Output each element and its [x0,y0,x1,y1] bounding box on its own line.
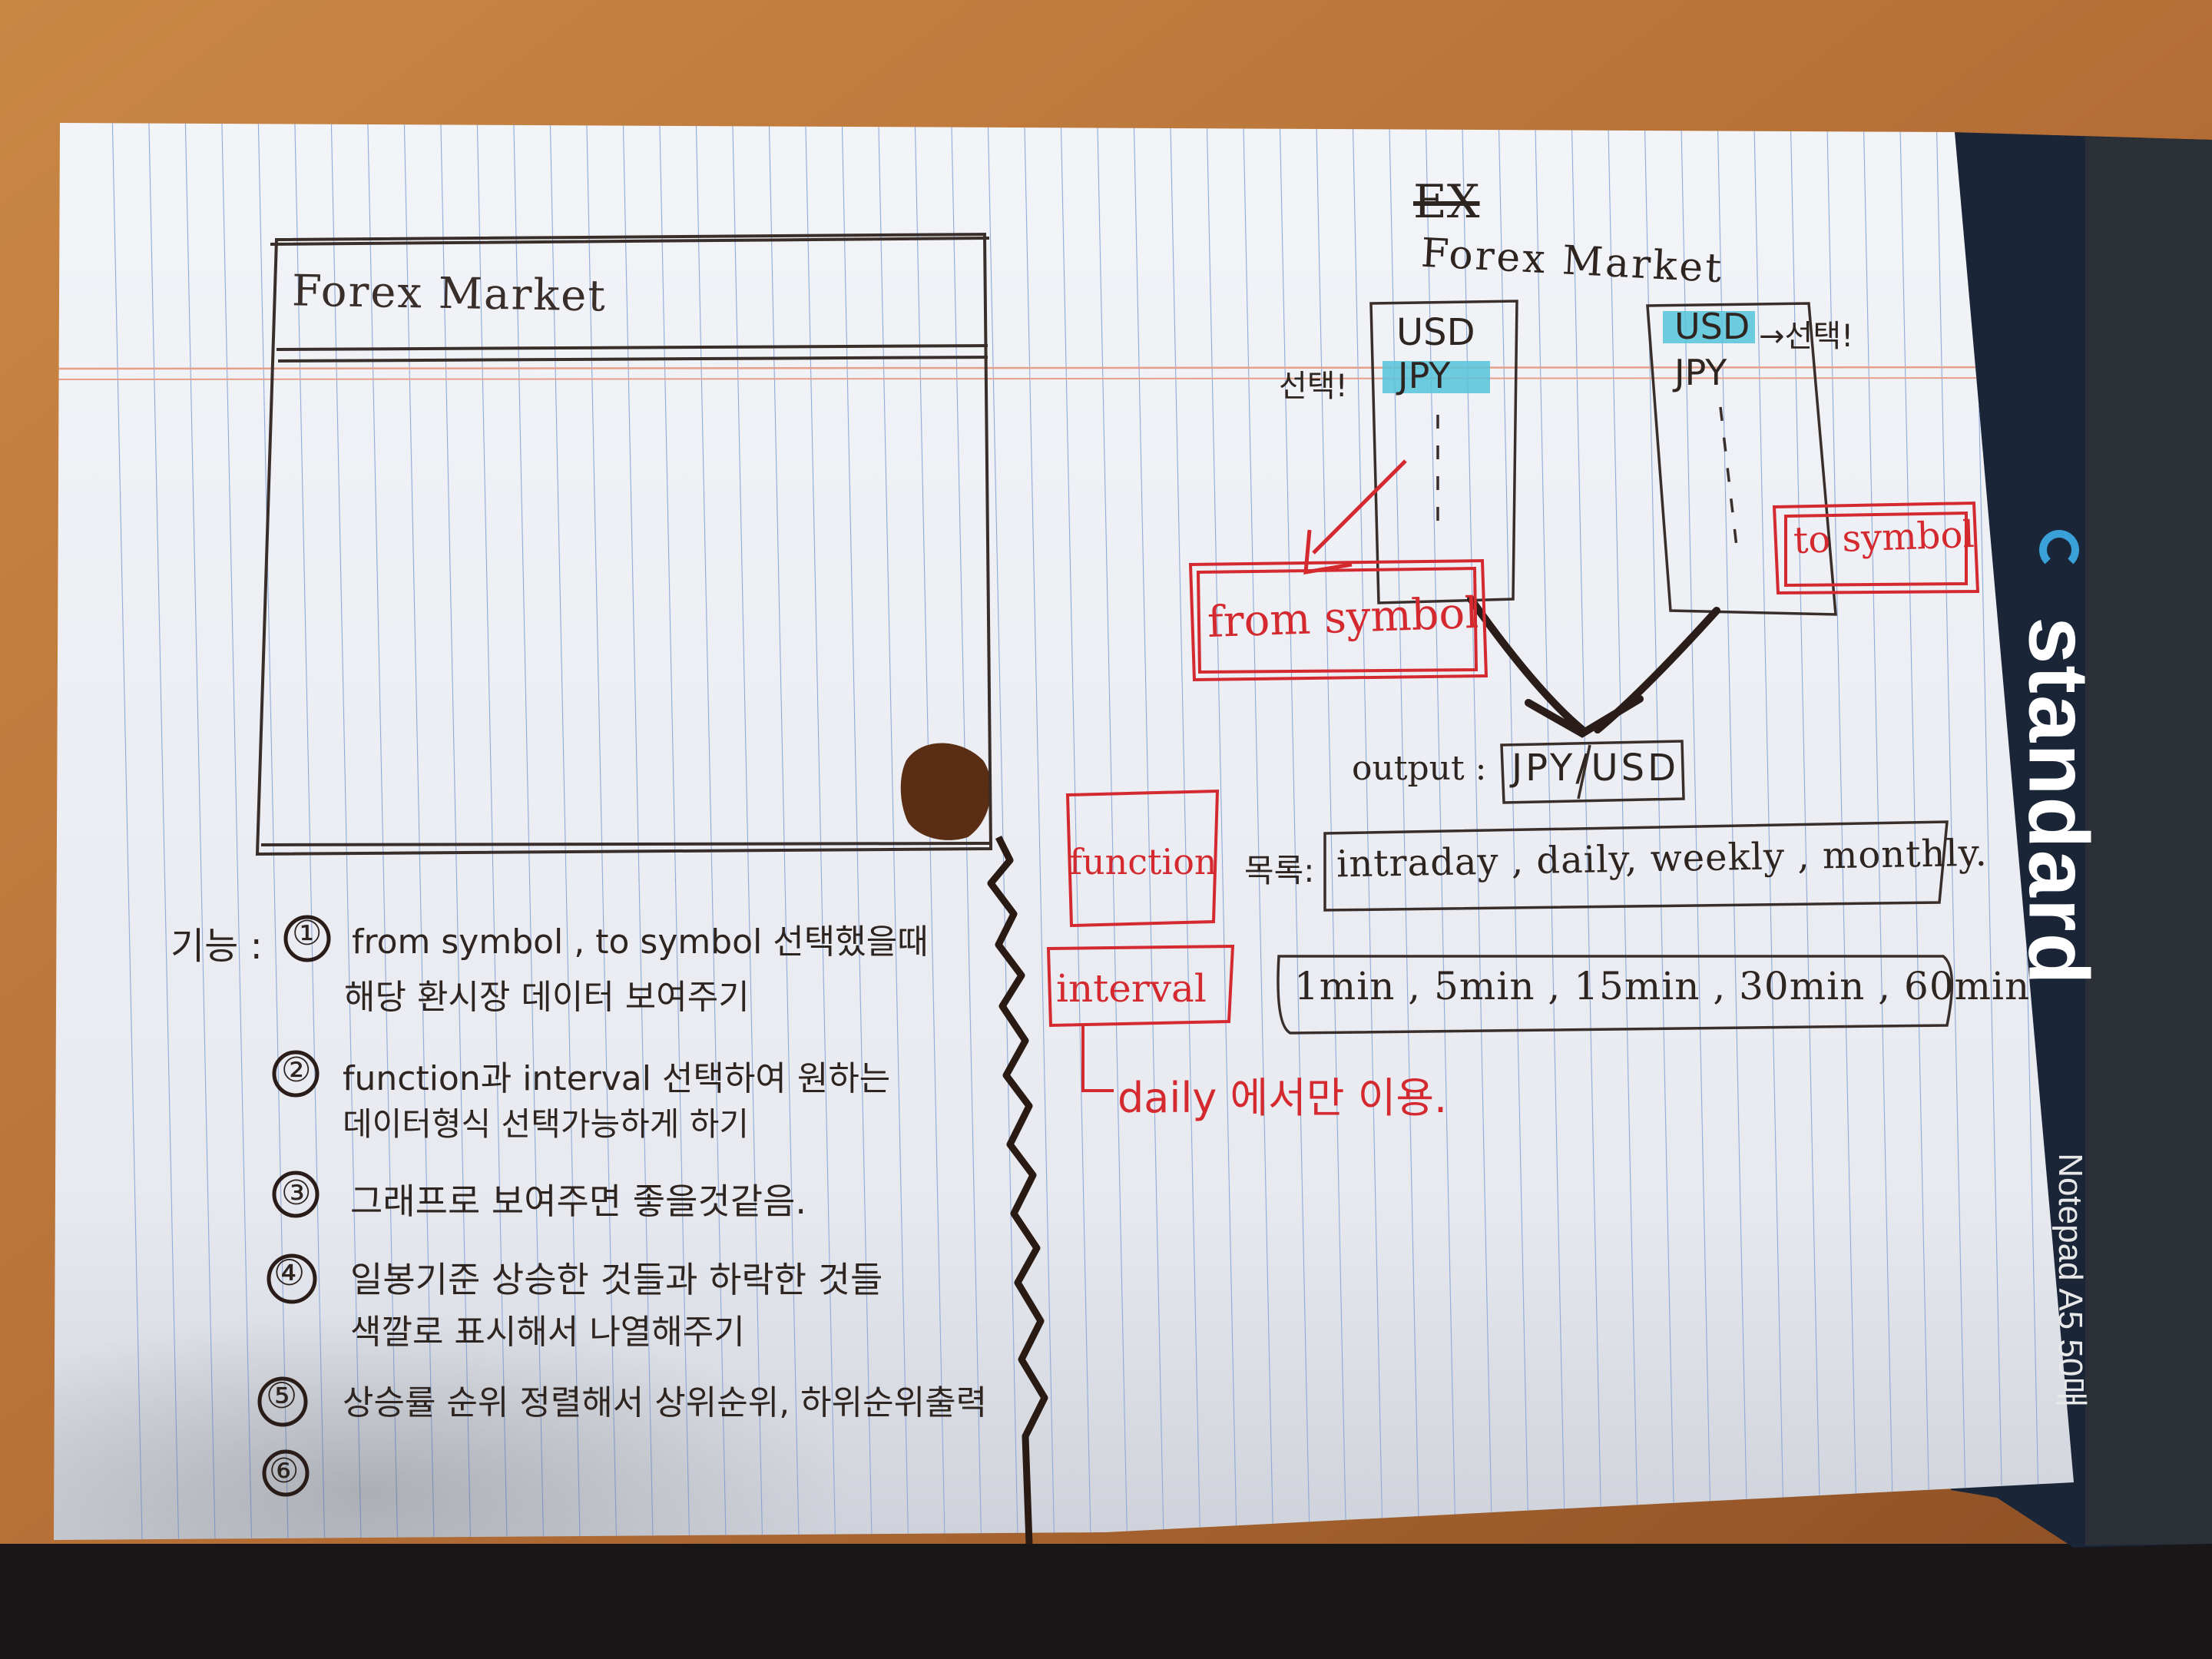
torn-edge-line [987,835,1048,1545]
feature-line: function과 interval 선택하여 원하는 [343,1059,891,1098]
option-brackets [1277,820,1954,1035]
feature-number: ③ [281,1174,312,1213]
feature-number: ④ [273,1252,306,1293]
notepad-spine [2085,137,2212,1545]
features-heading: 기능 : [171,925,263,968]
number-circles [257,915,331,1497]
feature-line: 해당 환시장 데이터 보여주기 [344,978,750,1017]
right-list-item-jpy: JPY [1674,352,1727,393]
ruled-lines [54,123,2074,1540]
interval-label: interval [1056,966,1207,1011]
feature-number: ⑥ [269,1452,300,1491]
feature-line: 일봉기준 상승한 것들과 하락한 것들 [350,1259,883,1300]
brand-logo-icon [2039,530,2079,570]
left-list-select-note: 선택! [1279,369,1348,404]
interval-values: 1min , 5min , 15min , 30min , 60min [1294,964,2031,1008]
feature-number: ② [281,1051,312,1090]
from-symbol-box [1188,558,1488,682]
to-symbol-label: to symbol [1793,512,1975,563]
mockup-window-sketch [255,232,993,856]
function-label: function [1069,841,1217,882]
ink-stain [900,743,992,840]
highlight-jpy-left [1382,361,1490,393]
product-label: Notepad A5 50매 [2051,1153,2089,1408]
example-sketch-lines [1369,300,1837,804]
output-label: output : [1352,749,1487,788]
right-list-box [1646,302,1837,616]
feature-line: 그래프로 보여주면 좋을것같음. [350,1181,807,1222]
left-list-item-usd: USD [1396,311,1475,354]
function-list-prefix: 목록: [1244,852,1315,889]
interval-box [1046,944,1235,1028]
from-symbol-label: from symbol [1206,588,1480,648]
feature-line: from symbol , to symbol 선택했을때 [352,922,929,962]
feature-number: ① [292,914,323,953]
output-box [1500,740,1685,804]
interval-note: daily 에서만 이용. [1118,1074,1448,1122]
red-boxes [1046,501,1980,1092]
to-symbol-box [1772,501,1980,595]
left-list-item-jpy: JPY [1398,355,1451,396]
feature-line: 데이터형식 선택가능하게 하기 [343,1105,750,1143]
brand-name: standard [2011,617,2106,986]
feature-line: 상승률 순위 정렬해서 상위순위, 하위순위출력 [343,1383,988,1422]
feature-line: 색깔로 표시해서 나열해주기 [350,1313,745,1352]
right-list-select-note: →선택! [1759,319,1854,354]
output-value: JPY/USD [1512,747,1680,790]
feature-number: ⑤ [266,1375,298,1416]
from-symbol-box-inner [1196,566,1479,674]
merge-arrow [1467,595,1720,738]
mockup-window-title: Forex Market [291,266,608,322]
example-marker: EX [1413,175,1480,229]
highlight-usd-right [1663,311,1755,343]
function-box [1065,789,1220,928]
right-list-item-usd: USD [1674,306,1750,347]
left-list-box [1369,300,1518,604]
desk-bottom-dark [0,1544,2212,1659]
